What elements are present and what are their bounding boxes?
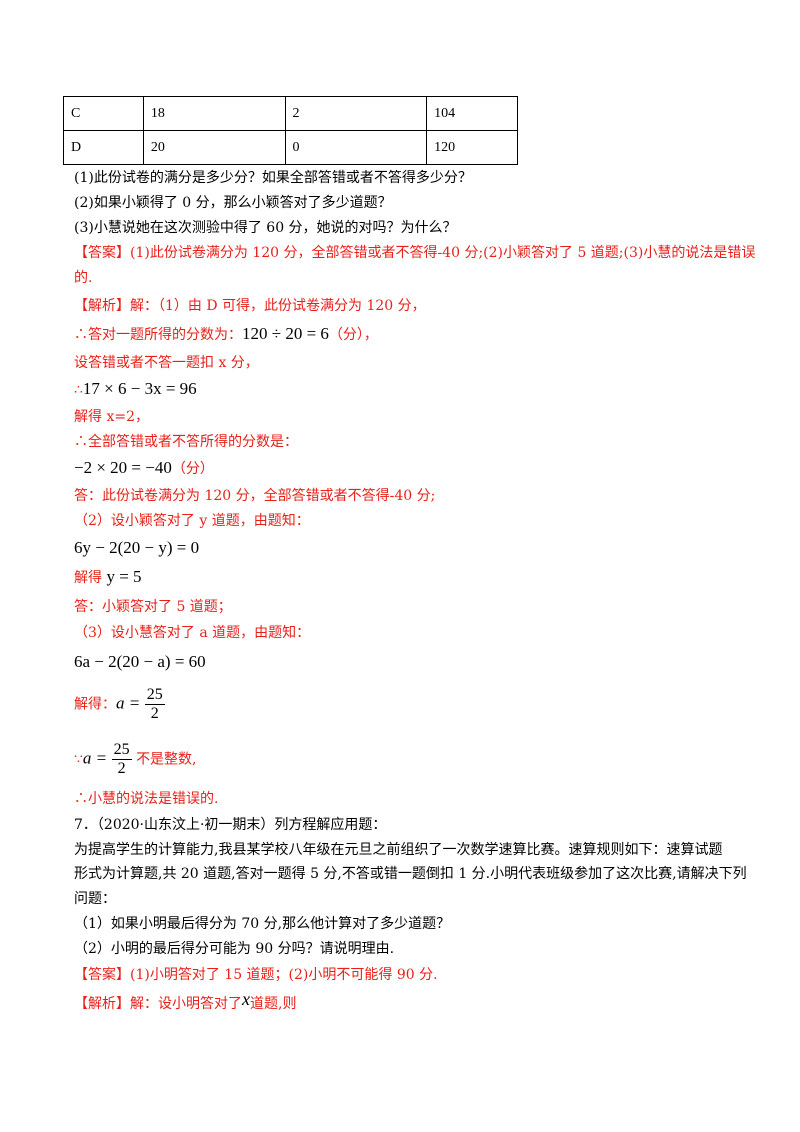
analysis-text: 解得：	[74, 696, 116, 713]
score-table: C 18 2 104 D 20 0 120	[63, 96, 518, 165]
problem-7-header: 7．（2020·山东汶上·初一期末）列方程解应用题：	[74, 817, 387, 833]
therefore-symbol: ∴	[74, 382, 83, 398]
answer-tag: 【答案】	[74, 245, 130, 261]
formula-lhs: a =	[82, 748, 108, 768]
analysis-line-13: （3）设小慧答对了 a 道题，由题知：	[74, 625, 311, 641]
analysis-line-12: 答：小颖答对了 5 道题；	[74, 599, 232, 615]
table-cell: 0	[284, 130, 428, 165]
question-2: (2)如果小颖得了 0 分，那么小颖答对了多少道题？	[74, 195, 392, 211]
fraction-denominator: 2	[117, 760, 126, 777]
analysis-text: （分），	[328, 327, 378, 343]
analysis-line-7: −2 × 20 = −40（分）	[74, 458, 214, 479]
fraction-denominator: 2	[150, 705, 159, 722]
formula: 6y − 2(20 − y) = 0	[74, 538, 200, 557]
analysis-line-11: 解得 y = 5	[74, 567, 142, 588]
table-cell: 120	[426, 130, 518, 165]
analysis-line-9: （2）设小颖答对了 y 道题，由题知：	[74, 513, 310, 529]
analysis-line-4: ∴17 × 6 − 3x = 96	[74, 379, 197, 400]
analysis-text: 不是整数,	[136, 751, 197, 768]
analysis-line-10: 6y − 2(20 − y) = 0	[74, 538, 199, 559]
table-cell: C	[63, 96, 144, 131]
analysis-line-14: 6a − 2(20 − a) = 60	[74, 652, 206, 673]
question-3: (3)小慧说她在这次测验中得了 60 分，她说的对吗？为什么？	[74, 220, 457, 236]
analysis-text: 解得	[74, 570, 102, 586]
table-cell: 104	[426, 96, 518, 131]
analysis-text: 解：设小明答对了	[130, 996, 242, 1012]
analysis-line-17: ∴小慧的说法是错误的.	[74, 791, 219, 807]
analysis-line-5: 解得 x=2，	[74, 409, 149, 425]
formula: −2 × 20 = −40	[74, 458, 172, 477]
analysis-line-3: 设答错或者不答一题扣 x 分，	[74, 355, 259, 371]
analysis-line-8: 答：此份试卷满分为 120 分，全部答错或者不答得-40 分;	[74, 488, 436, 504]
problem-7-text-1: 为提高学生的计算能力,我县某学校八年级在元旦之前组织了一次数学速算比赛。速算规则…	[74, 842, 723, 858]
analysis-tag: 【解析】	[74, 996, 130, 1012]
analysis-tag: 【解析】	[74, 298, 130, 314]
formula: 17 × 6 − 3x = 96	[82, 379, 197, 398]
variable: x	[242, 989, 250, 1009]
analysis-text: （分）	[171, 461, 214, 477]
analysis-text: 解：（1）由 D 可得，此份试卷满分为 120 分，	[130, 298, 426, 314]
table-cell: D	[63, 130, 144, 165]
formula-lhs: a =	[116, 693, 141, 713]
table-row: D 20 0 120	[63, 130, 518, 165]
formula: 120 ÷ 20 = 6	[242, 324, 329, 343]
analysis-line-1: 【解析】解：（1）由 D 可得，此份试卷满分为 120 分，	[74, 296, 426, 316]
table-cell: 20	[142, 130, 286, 165]
problem-7-text-3: 问题：	[74, 891, 116, 907]
answer-text: (1)此份试卷满分为 120 分，全部答错或者不答得-40 分;(2)小颖答对了…	[130, 245, 756, 261]
answer-text: (1)小明答对了 15 道题；(2)小明不可能得 90 分.	[130, 967, 438, 983]
answer-tag: 【答案】	[74, 967, 130, 983]
problem-7-answer: 【答案】(1)小明答对了 15 道题；(2)小明不可能得 90 分.	[74, 965, 438, 985]
formula: 6a − 2(20 − a) = 60	[74, 652, 206, 671]
analysis-line-6: ∴全部答错或者不答所得的分数是：	[74, 434, 298, 450]
formula: y = 5	[106, 567, 142, 586]
answer-text-cont: 的.	[74, 270, 93, 286]
problem-7-analysis: 【解析】解：设小明答对了x道题,则	[74, 989, 297, 1014]
analysis-line-2: ∴答对一题所得的分数为：120 ÷ 20 = 6（分），	[74, 324, 378, 345]
table-row: C 18 2 104	[63, 96, 518, 131]
problem-7-question-2: （2）小明的最后得分可能为 90 分吗？请说明理由.	[74, 941, 395, 957]
problem-7-text-2: 形式为计算题,共 20 道题,答对一题得 5 分,不答或错一题倒扣 1 分.小明…	[74, 866, 747, 882]
table-cell: 2	[284, 96, 428, 131]
fraction-numerator: 25	[144, 686, 165, 705]
analysis-text: ∴答对一题所得的分数为：	[74, 327, 242, 343]
table-cell: 18	[142, 96, 286, 131]
analysis-text: 道题,则	[250, 996, 297, 1012]
answer-line: 【答案】(1)此份试卷满分为 120 分，全部答错或者不答得-40 分;(2)小…	[74, 243, 755, 263]
question-1: (1)此份试卷的满分是多少分？如果全部答错或者不答得多少分？	[74, 170, 472, 186]
fraction-numerator: 25	[111, 741, 132, 760]
because-symbol: ∵	[74, 751, 83, 768]
problem-7-question-1: （1）如果小明最后得分为 70 分,那么他计算对了多少道题？	[74, 916, 451, 932]
